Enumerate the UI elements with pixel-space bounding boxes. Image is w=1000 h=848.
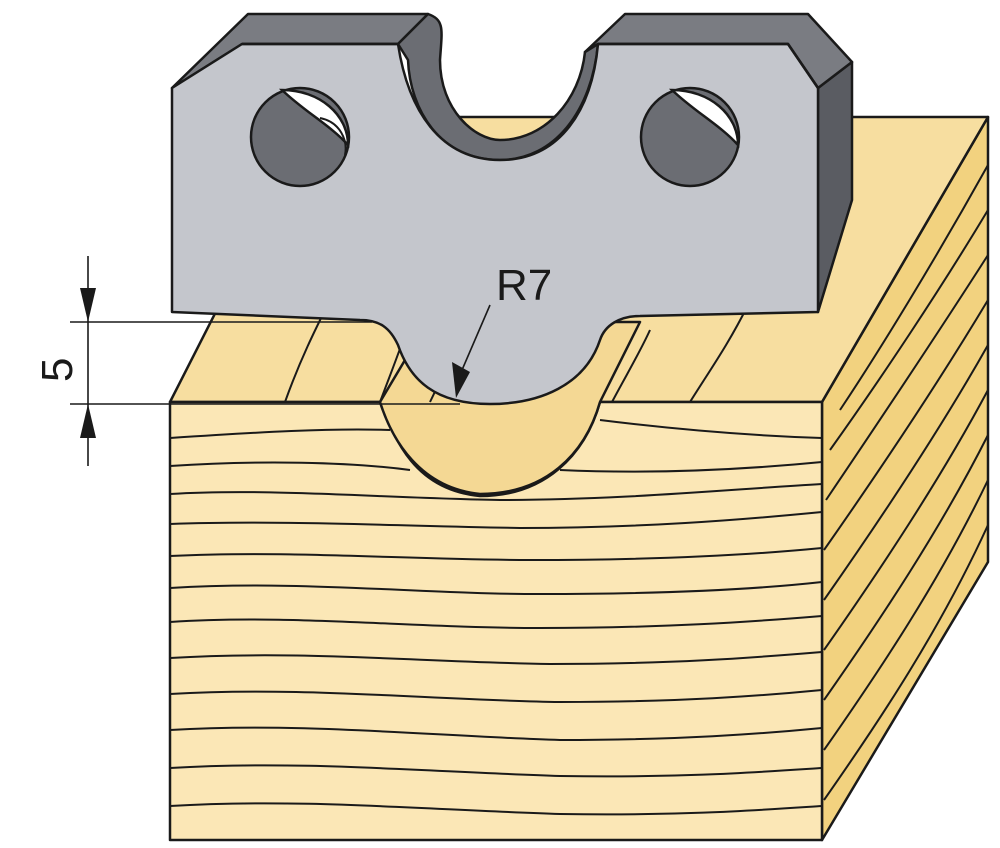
wood-grain-side [823, 164, 989, 801]
dimension-arrow-bottom [80, 404, 96, 438]
radius-arrow [452, 362, 470, 398]
radius-label: R7 [496, 261, 552, 310]
dimension-arrow-top [80, 288, 96, 322]
depth-dimension [70, 256, 460, 466]
radius-leader [452, 304, 491, 398]
mounting-hole-right [639, 86, 741, 188]
wood-grain-front [169, 419, 823, 816]
depth-label: 5 [33, 358, 82, 382]
mounting-hole-left [249, 86, 351, 188]
